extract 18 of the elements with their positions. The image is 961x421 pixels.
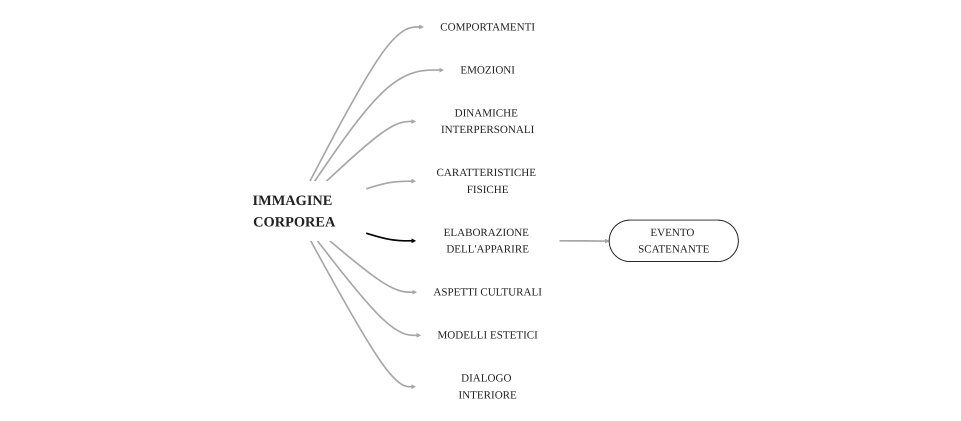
node-text: DIALOGO INTERIORE bbox=[458, 372, 517, 401]
arrow bbox=[329, 240, 418, 294]
node-text: IMMAGINE CORPOREA bbox=[252, 192, 336, 230]
arrow bbox=[366, 178, 416, 190]
node-text: COMPORTAMENTI bbox=[440, 20, 536, 33]
node-text: EMOZIONI bbox=[460, 64, 516, 76]
arrow bbox=[560, 238, 610, 243]
node-text: ASPETTI CULTURALI bbox=[433, 286, 542, 298]
arrow bbox=[326, 118, 416, 182]
node-text: DINAMICHE INTERPERSONALI bbox=[441, 106, 534, 136]
arrow bbox=[366, 232, 416, 243]
node-text: MODELLI ESTETICI bbox=[438, 328, 538, 341]
node-text: ELABORAZIONE DELL'APPARIRE bbox=[444, 226, 530, 255]
arrow bbox=[316, 240, 422, 338]
arrow bbox=[310, 240, 416, 389]
node-text: CARATTERISTICHE FISICHE bbox=[436, 166, 536, 196]
arrow bbox=[309, 24, 424, 182]
arrow bbox=[314, 67, 444, 182]
